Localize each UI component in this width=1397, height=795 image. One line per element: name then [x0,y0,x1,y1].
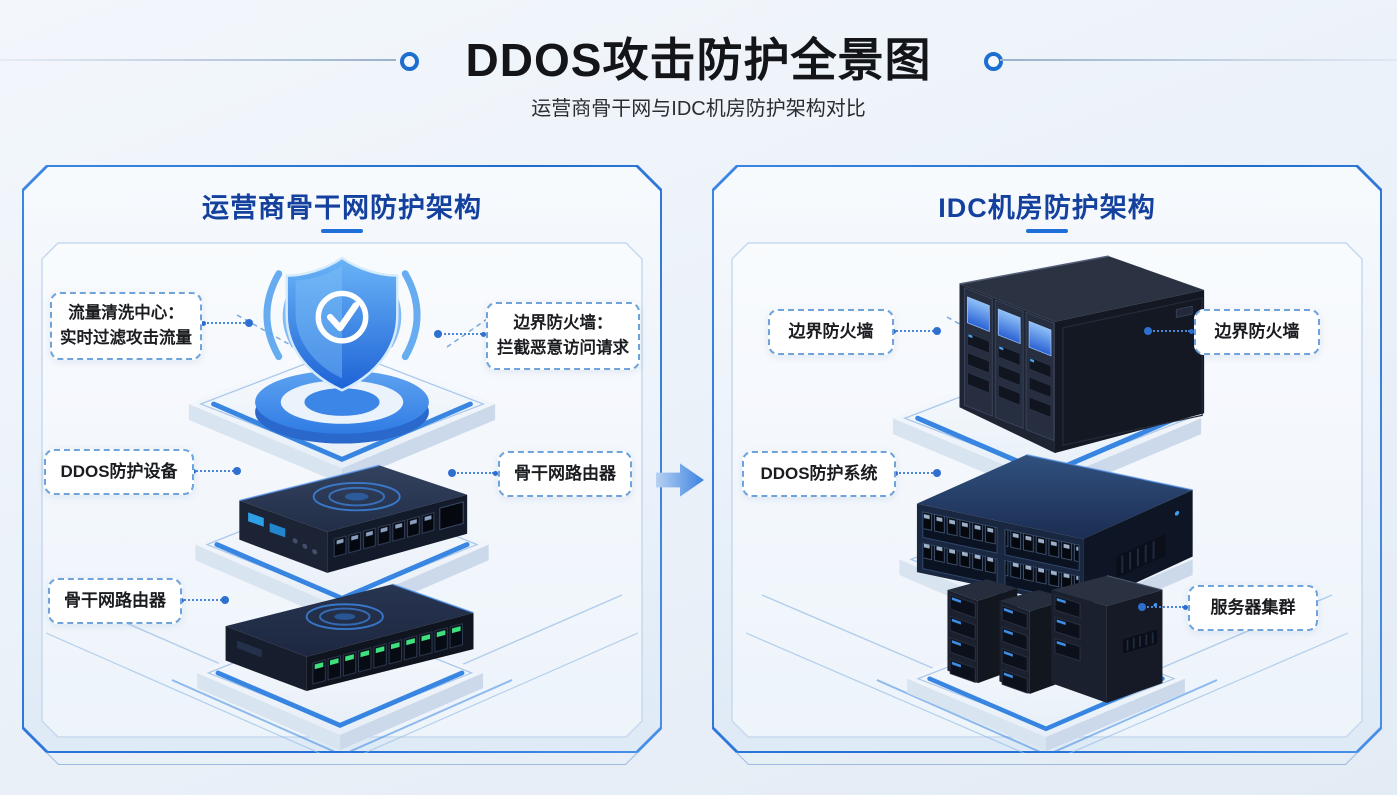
title-decor-line-right [1000,59,1397,61]
label-traffic-cleaning-center: 流量清洗中心： 实时过滤攻击流量 [50,292,202,360]
connector-ddos-system [893,469,941,477]
title-decor-line-left [0,59,396,61]
flow-arrow-icon [656,463,704,497]
label-border-firewall-desc: 边界防火墙： 拦截恶意访问请求 [486,302,640,370]
backbone-switch-illustration [196,583,484,751]
connector-cleaning [201,319,253,327]
connector-firewall-right [1144,327,1194,335]
panel-title-underline [321,229,363,233]
connector-firewall-left [891,327,941,335]
label-border-firewall-right: 边界防火墙 [1194,309,1320,355]
panel-echo-line [58,764,626,765]
page-subtitle: 运营商骨干网与IDC机房防护架构对比 [531,98,866,120]
server-cluster-illustration [907,575,1185,752]
connector-backbone-router-mid [448,469,498,477]
connector-server-cluster [1138,603,1188,611]
connector-ddos-device [191,467,241,475]
panel-title-idc: IDC机房防护架构 [938,193,1156,223]
panel-title-underline [1026,229,1068,233]
label-server-cluster: 服务器集群 [1188,585,1318,631]
panel-echo-line [748,764,1346,765]
label-ddos-device: DDOS防护设备 [44,449,194,495]
panel-title-carrier: 运营商骨干网防护架构 [202,193,482,223]
label-border-firewall-left: 边界防火墙 [768,309,894,355]
label-backbone-router-mid: 骨干网路由器 [498,451,632,497]
title-decor-ring-left [400,52,419,71]
connector-firewall-desc [434,330,486,338]
label-backbone-router-bottom: 骨干网路由器 [48,578,182,624]
page-title: DDOS攻击防护全景图 [465,34,932,86]
connector-backbone-router-bottom [179,596,229,604]
label-ddos-system: DDOS防护系统 [742,451,896,497]
title-decor-ring-right [984,52,1003,71]
